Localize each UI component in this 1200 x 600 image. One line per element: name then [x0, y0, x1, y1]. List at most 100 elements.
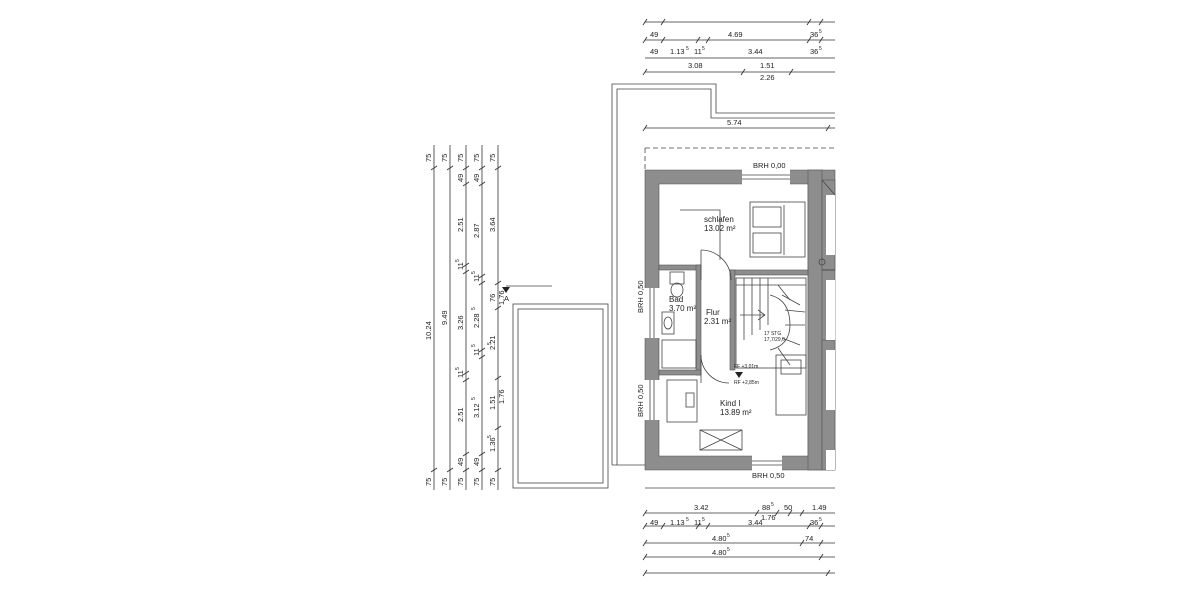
dim-bot-r2-b: 1.13	[670, 518, 685, 527]
desk	[666, 379, 698, 423]
dim-left-c1-75b: 75	[424, 478, 433, 486]
dim-left-c3-sup1: 5	[455, 259, 461, 262]
dim-left-c5-6: 75	[488, 478, 497, 486]
room-name-flur: Flur	[706, 308, 720, 317]
toilet	[670, 282, 684, 298]
dim-left-c3-8: 75	[456, 478, 465, 486]
dim-left-level2: 1.76	[497, 389, 506, 404]
single-bed	[775, 354, 807, 416]
dim-left-c4-sup4: 5	[471, 397, 477, 400]
dim-bot-r2-a: 49	[650, 518, 658, 527]
brh-bottom: BRH 0,50	[752, 471, 785, 480]
room-name-kind: Kind I	[720, 399, 740, 408]
dim-left-c4-sup2: 5	[471, 307, 477, 310]
dim-bot-r3-b: 74	[805, 534, 813, 543]
dim-top-r2-sup3: 5	[819, 46, 822, 52]
dim-left-c5-5: 1.36	[488, 437, 497, 452]
left-ticks	[430, 165, 502, 473]
dim-top-r2-sup2: 5	[702, 46, 705, 52]
dim-bot-r1-sup: 5	[771, 502, 774, 508]
door-swing-kind	[700, 354, 730, 384]
dim-left-c4-7: 49	[472, 458, 481, 466]
dim-left-c3-5: 11	[456, 370, 465, 378]
dim-left-c5-0: 75	[488, 154, 497, 162]
dim-left-c4-3: 11	[472, 274, 481, 282]
dim-top-r1-c: 36	[810, 30, 818, 39]
dim-left-c4-8: 75	[472, 478, 481, 486]
dim-bot-r1-b: 88	[762, 503, 770, 512]
dim-top-r2-e: 36	[810, 47, 818, 56]
dim-left-c3-4: 3.26	[456, 315, 465, 330]
dim-top-r2-sup1: 5	[686, 46, 689, 52]
dim-left-c3-3: 11	[456, 262, 465, 270]
room-area-bad: 3.70 m²	[669, 304, 696, 313]
dim-left-c3-6: 2.51	[456, 407, 465, 422]
dim-left-c5-3: 2.21	[488, 335, 497, 350]
dim-left-c2-75b: 75	[440, 478, 449, 486]
door-swing-schlafen	[700, 249, 732, 281]
dim-left-c5-1: 3.64	[488, 217, 497, 232]
dim-left-c4-2: 2.87	[472, 223, 481, 238]
dim-left-c4-4: 2.28	[472, 313, 481, 328]
room-area-schlafen: 13.02 m²	[704, 224, 736, 233]
level-ff: FF +3,01m	[734, 364, 758, 370]
dim-left-c1-total: 10.24	[424, 321, 433, 340]
dim-bot-r2-sup2: 5	[702, 517, 705, 523]
dim-top-r2-d: 3.44	[748, 47, 763, 56]
dim-bot-r1-e: 1.49	[812, 503, 827, 512]
dim-left-c5-sup2: 5	[487, 435, 493, 438]
staircase	[735, 277, 807, 369]
dim-top-r1-a: 49	[650, 30, 658, 39]
wardrobe	[699, 429, 743, 451]
dim-left-c3-sup2: 5	[455, 367, 461, 370]
dim-bot-r3-sup: 5	[727, 533, 730, 539]
double-bed	[749, 201, 806, 258]
level-rf: RF +2,85m	[734, 380, 759, 386]
room-area-flur: 2.31 m²	[704, 317, 731, 326]
furniture	[661, 179, 836, 451]
dim-left-c3-2: 2.51	[456, 217, 465, 232]
dim-left-c2-75a: 75	[440, 154, 449, 162]
shower	[661, 339, 697, 369]
dim-bot-r2-d: 3.44	[748, 518, 763, 527]
top-dimension-chains: 49 4.69 36 5 49 1.13 5 11 5 3.44 36 5 3.…	[642, 18, 835, 132]
dim-left-c3-0: 75	[456, 154, 465, 162]
washbasin	[663, 316, 673, 330]
dim-left-c5-sup1: 5	[487, 342, 493, 345]
dim-bot-r2-e: 36	[810, 518, 818, 527]
dim-top-r3-a: 3.08	[688, 61, 703, 70]
dim-bot-r4-sup: 5	[727, 547, 730, 553]
dim-top-r2-c: 11	[694, 47, 702, 56]
brh-left-2: BRH 0,50	[636, 384, 645, 417]
dim-left-c1-75a: 75	[424, 154, 433, 162]
dim-bot-r1-a: 3.42	[694, 503, 709, 512]
dim-left-c3-1: 49	[456, 174, 465, 182]
brh-left-1: BRH 0,50	[636, 280, 645, 313]
dim-left-level: 1.76	[497, 290, 506, 305]
dim-bot-r2-c: 11	[694, 518, 702, 527]
dim-left-c4-1: 49	[472, 174, 481, 182]
dim-top-r1-sup: 5	[819, 29, 822, 35]
dim-top-r3-b: 1.51	[760, 61, 775, 70]
dim-bot-r4: 4.80	[712, 548, 727, 557]
stair-note-2: 17,7/29,0	[764, 337, 785, 343]
dim-top-r3-c: 2.26	[760, 73, 775, 82]
dim-left-c4-0: 75	[472, 154, 481, 162]
section-marker-label: A	[504, 294, 509, 303]
dim-bot-r1-c: 1.76	[761, 513, 776, 522]
dim-left-c4-sup1: 5	[471, 271, 477, 274]
dim-bot-r2-sup3: 5	[819, 517, 822, 523]
left-dimension-chains: 75 10.24 75 75 9.49 75 75 49 2.51 11 5 3…	[424, 145, 552, 490]
dim-bot-r2-sup1: 5	[686, 517, 689, 523]
room-name-bad: Bad	[669, 295, 683, 304]
dim-bot-r3-a: 4.80	[712, 534, 727, 543]
level-triangle	[735, 372, 743, 378]
dim-left-c5-2: 76	[488, 294, 497, 302]
dim-left-c3-7: 49	[456, 458, 465, 466]
brh-top: BRH 0,00	[753, 161, 786, 170]
dim-left-c4-sup3: 5	[471, 344, 477, 347]
dim-top-r2-b: 1.13	[670, 47, 685, 56]
room-area-kind: 13.89 m²	[720, 408, 752, 417]
dim-top-r1-b: 4.69	[728, 30, 743, 39]
